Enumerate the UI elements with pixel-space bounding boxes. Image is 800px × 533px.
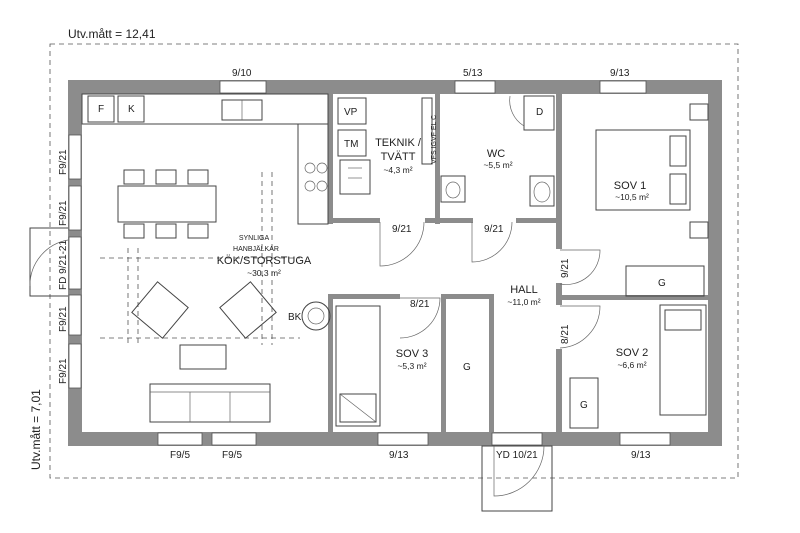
door-label-sov1: 9/21 — [560, 258, 571, 278]
hall-name: HALL — [510, 284, 538, 296]
overall-height-label: Utv.mått = 7,01 — [29, 389, 43, 470]
wc-fixtures — [440, 95, 555, 207]
sov1-name: SOV 1 — [614, 180, 646, 192]
window-label-bottom-1: F9/5 — [170, 450, 190, 461]
door-label-teknik: 9/21 — [392, 224, 412, 235]
entry-step — [481, 445, 553, 512]
kitchen-note-1: SYNLIGA — [239, 235, 270, 242]
sov2-area: ~6,6 m² — [617, 360, 646, 370]
kitchen-note-2: HANBJÄLKAR — [233, 245, 279, 253]
sov3-name: SOV 3 — [396, 348, 428, 360]
door-label-sov3: 8/21 — [410, 299, 430, 310]
side-terrace — [29, 227, 69, 297]
window-label-left-3: FD 9/21-21 — [58, 240, 69, 290]
window-label-left-5: F9/21 — [58, 358, 69, 384]
sov1-furniture — [595, 103, 709, 297]
vp-label: VP — [344, 107, 358, 118]
dryer-label: D — [536, 107, 543, 118]
tm-label: TM — [344, 139, 358, 150]
window-label-top-wc: 5/13 — [463, 68, 483, 79]
window-label-top-kitchen: 9/10 — [232, 68, 252, 79]
teknik-name-1: TEKNIK / — [375, 137, 422, 149]
door-swings — [379, 221, 601, 349]
entry-door-label: YD 10/21 — [496, 450, 538, 461]
sov1-area: ~10,5 m² — [615, 192, 649, 202]
overall-width-label: Utv.mått = 12,41 — [68, 27, 156, 41]
kitchen-counter — [81, 93, 329, 225]
outer-walls — [68, 80, 722, 446]
stove-label: BK — [288, 312, 302, 323]
sov2-wardrobe-label: G — [580, 400, 588, 411]
window-label-bottom-sov2: 9/13 — [631, 450, 651, 461]
window-label-left-2: F9/21 — [58, 200, 69, 226]
door-label-wc: 9/21 — [484, 224, 504, 235]
window-label-bottom-2: F9/5 — [222, 450, 242, 461]
dining-table — [117, 169, 217, 239]
wood-stove — [301, 301, 331, 331]
fridge-label: F — [98, 104, 104, 115]
kitchen-name: KÖK/STORSTUGA — [217, 255, 312, 267]
sov3-furniture — [335, 305, 381, 427]
sov2-furniture — [569, 304, 707, 429]
electrical-panel-label: VFS IGVF EL C — [431, 115, 438, 164]
sov1-wardrobe-label: G — [658, 278, 666, 289]
outer-dimension-outline — [49, 43, 739, 479]
window-label-bottom-sov3: 9/13 — [389, 450, 409, 461]
wc-area: ~5,5 m² — [483, 160, 512, 170]
window-openings — [68, 80, 671, 446]
door-label-sov2: 8/21 — [560, 324, 571, 344]
laundry-fixtures — [337, 97, 433, 195]
window-label-left-4: F9/21 — [58, 306, 69, 332]
kitchen-area: ~30,3 m² — [247, 268, 281, 278]
hall-area: ~11,0 m² — [507, 297, 540, 307]
freezer-label: K — [128, 104, 135, 115]
teknik-name-2: TVÄTT — [381, 151, 416, 163]
hall-wardrobe-label: G — [463, 362, 471, 373]
window-label-left-1: F9/21 — [58, 149, 69, 175]
sov3-area: ~5,3 m² — [397, 361, 426, 371]
interior-walls — [328, 94, 708, 432]
teknik-area: ~4,3 m² — [383, 165, 412, 175]
sov2-name: SOV 2 — [616, 347, 648, 359]
wc-name: WC — [487, 148, 505, 160]
living-furniture — [131, 281, 277, 423]
window-label-top-sov1: 9/13 — [610, 68, 630, 79]
